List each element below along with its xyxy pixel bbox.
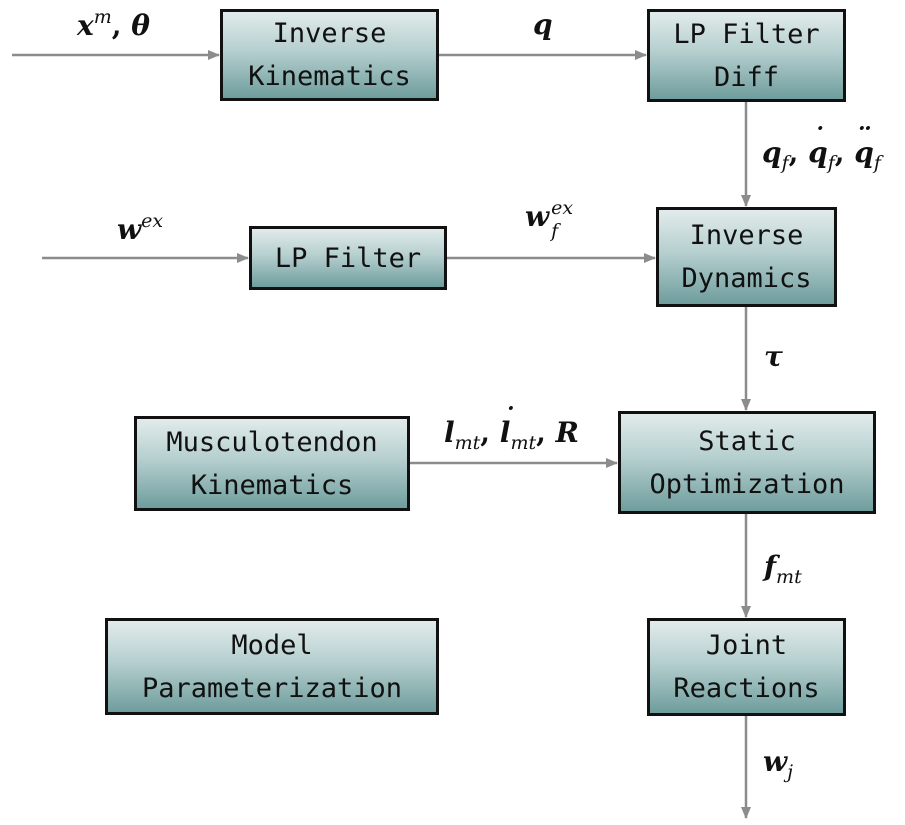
box-line: Kinematics xyxy=(248,61,411,92)
static-optimization-box: Static Optimization xyxy=(618,411,876,514)
label-f-mt: fmt xyxy=(764,550,802,588)
box-line: Diff xyxy=(713,61,780,93)
label-w-j: wj xyxy=(763,745,794,783)
box-line: Musculotendon xyxy=(166,426,378,458)
box-line: Model xyxy=(231,629,313,661)
musculotendon-kinematics-box: Musculotendon Kinematics xyxy=(134,416,410,511)
label-q: q xyxy=(533,8,553,41)
model-parameterization-box: Model Parameterization xyxy=(105,618,439,715)
lp-filter-diff-box: LP Filter Diff xyxy=(647,9,846,102)
inverse-dynamics-box: Inverse Dynamics xyxy=(656,207,837,307)
box-line: Inverse xyxy=(689,220,804,251)
label-qf-dq-ddq: qf, q˙f, q¨f xyxy=(762,122,881,174)
box-line: Parameterization xyxy=(141,672,403,704)
label-xm-theta: xm, θ xyxy=(77,6,150,42)
joint-reactions-box: Joint Reactions xyxy=(647,618,846,716)
box-line: Static xyxy=(698,425,796,457)
lp-filter-box: LP Filter xyxy=(249,226,447,290)
inverse-kinematics-box: Inverse Kinematics xyxy=(220,9,439,101)
label-w-ex: wex xyxy=(117,210,164,246)
box-line: Dynamics xyxy=(681,263,812,294)
box-line: Reactions xyxy=(673,673,820,704)
box-line: Inverse xyxy=(272,18,387,49)
box-line: Joint xyxy=(705,630,788,661)
box-line: LP Filter xyxy=(673,18,820,50)
label-lmt-dlmt-r: lmt, l˙mt, R xyxy=(444,402,579,454)
box-line: Optimization xyxy=(649,468,845,500)
box-line: Kinematics xyxy=(190,469,354,501)
box-line: LP Filter xyxy=(274,242,422,274)
label-tau: τ xyxy=(764,340,783,373)
